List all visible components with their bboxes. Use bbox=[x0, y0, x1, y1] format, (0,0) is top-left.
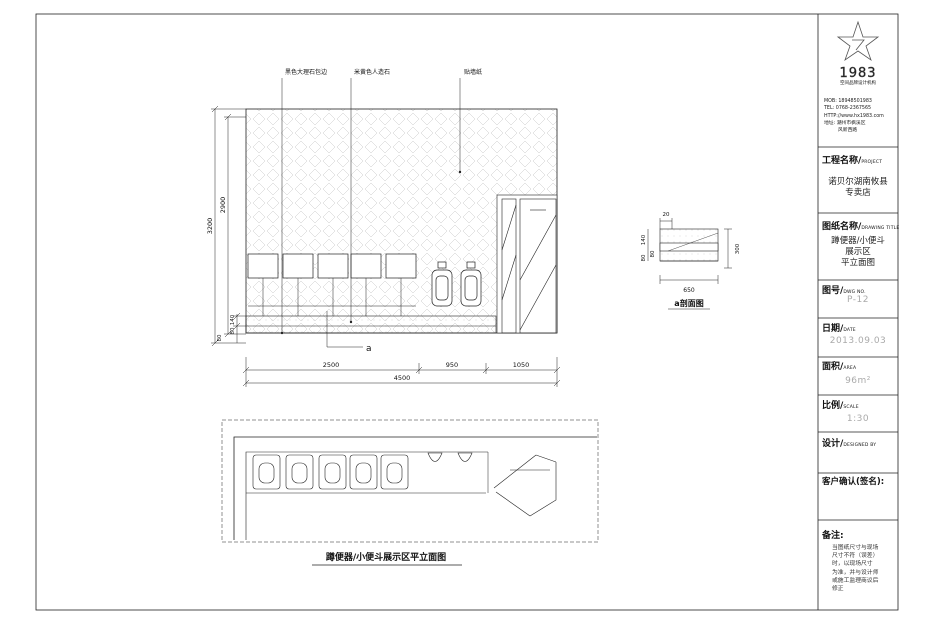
dim-1050: 1050 bbox=[513, 361, 530, 369]
notes-text: 当图纸尺寸与现场 尺寸不符（误差） 时，以现场尺寸 为准，并与设计师 或施工监理… bbox=[832, 545, 879, 593]
sheet-border bbox=[35, 13, 899, 611]
section-dim-300: 300 bbox=[735, 243, 741, 254]
dim-2900: 2900 bbox=[219, 197, 227, 214]
dwg-no-label: 图号/DWG NO. bbox=[822, 286, 866, 296]
dim-140: 140 bbox=[230, 314, 236, 325]
logo-star-icon bbox=[836, 20, 880, 62]
label-black-marble: 黑色大理石包边 bbox=[285, 68, 327, 76]
squat-toilet-plans bbox=[252, 454, 409, 490]
contact-tel: TEL: 0768-2367565 bbox=[824, 106, 872, 112]
area-value: 96m² bbox=[845, 376, 871, 386]
scale-value: 1:30 bbox=[846, 414, 870, 424]
contact-info: MOB: 18948501983 TEL: 0768-2367565 HTTP:… bbox=[818, 98, 904, 134]
section-dim-80-a: 80 bbox=[641, 254, 647, 261]
client-confirm-label: 客户确认(签名): bbox=[822, 477, 885, 487]
contact-address: 地址: 潮州市枫溪区 bbox=[824, 120, 866, 126]
label-wallpaper: 贴墙纸 bbox=[464, 68, 482, 76]
title-block-grid bbox=[818, 146, 898, 521]
section-mark-label: a bbox=[366, 344, 372, 354]
section-dim-20: 20 bbox=[663, 212, 670, 218]
section-dim-140: 140 bbox=[641, 234, 647, 245]
plan-view bbox=[221, 419, 599, 543]
urinal-elevations bbox=[431, 261, 482, 307]
wall-elevation bbox=[245, 78, 558, 348]
scale-label: 比例/SCALE bbox=[822, 401, 859, 411]
area-label: 面积/AREA bbox=[822, 362, 857, 372]
toilet-display-boards bbox=[247, 253, 417, 279]
logo-subtitle: 空间品牌设计机构 bbox=[840, 79, 876, 86]
dim-3200: 3200 bbox=[206, 218, 214, 235]
contact-mob: MOB: 18948501983 bbox=[824, 99, 872, 104]
section-dim-650: 650 bbox=[683, 287, 695, 294]
dwg-no-value: P-12 bbox=[847, 295, 869, 305]
date-value: 2013.09.03 bbox=[829, 336, 887, 346]
project-label: 工程名称/PROJECT bbox=[822, 156, 883, 166]
dim-2500: 2500 bbox=[323, 361, 340, 369]
notes-label: 备注: bbox=[822, 531, 844, 541]
drawing-label: 图纸名称/DRAWING TITLE bbox=[822, 222, 900, 232]
glass-door bbox=[496, 194, 558, 334]
plan-door bbox=[493, 454, 557, 517]
dim-80-a: 80 bbox=[230, 327, 236, 334]
section-a-detail bbox=[647, 218, 732, 284]
contact-address-2: 风新西路 bbox=[838, 128, 858, 134]
logo-text: 1983 bbox=[839, 66, 876, 81]
section-title: a剖面图 bbox=[674, 298, 703, 308]
drawing-value: 蹲便器/小便斗 展示区 平立面图 bbox=[831, 236, 885, 268]
plan-title: 蹲便器/小便斗展示区平立面图 bbox=[326, 551, 446, 563]
left-dimensions bbox=[211, 105, 246, 347]
section-dim-80-b: 80 bbox=[650, 250, 656, 257]
dim-80-b: 80 bbox=[217, 334, 223, 341]
date-label: 日期/DATE bbox=[822, 324, 856, 334]
label-beige-stone: 米黄色人造石 bbox=[354, 68, 390, 76]
urinal-plans bbox=[427, 452, 473, 462]
design-label: 设计/DESIGNED BY bbox=[822, 439, 877, 449]
project-value: 诺贝尔湖南攸县 专卖店 bbox=[828, 177, 888, 198]
bottom-dimensions bbox=[242, 357, 561, 387]
contact-url: HTTP://www.hx1983.com bbox=[824, 113, 884, 119]
title-block: MOB: 18948501983 TEL: 0768-2367565 HTTP:… bbox=[818, 14, 899, 610]
dim-950: 950 bbox=[446, 361, 458, 369]
dim-4500: 4500 bbox=[394, 374, 411, 382]
